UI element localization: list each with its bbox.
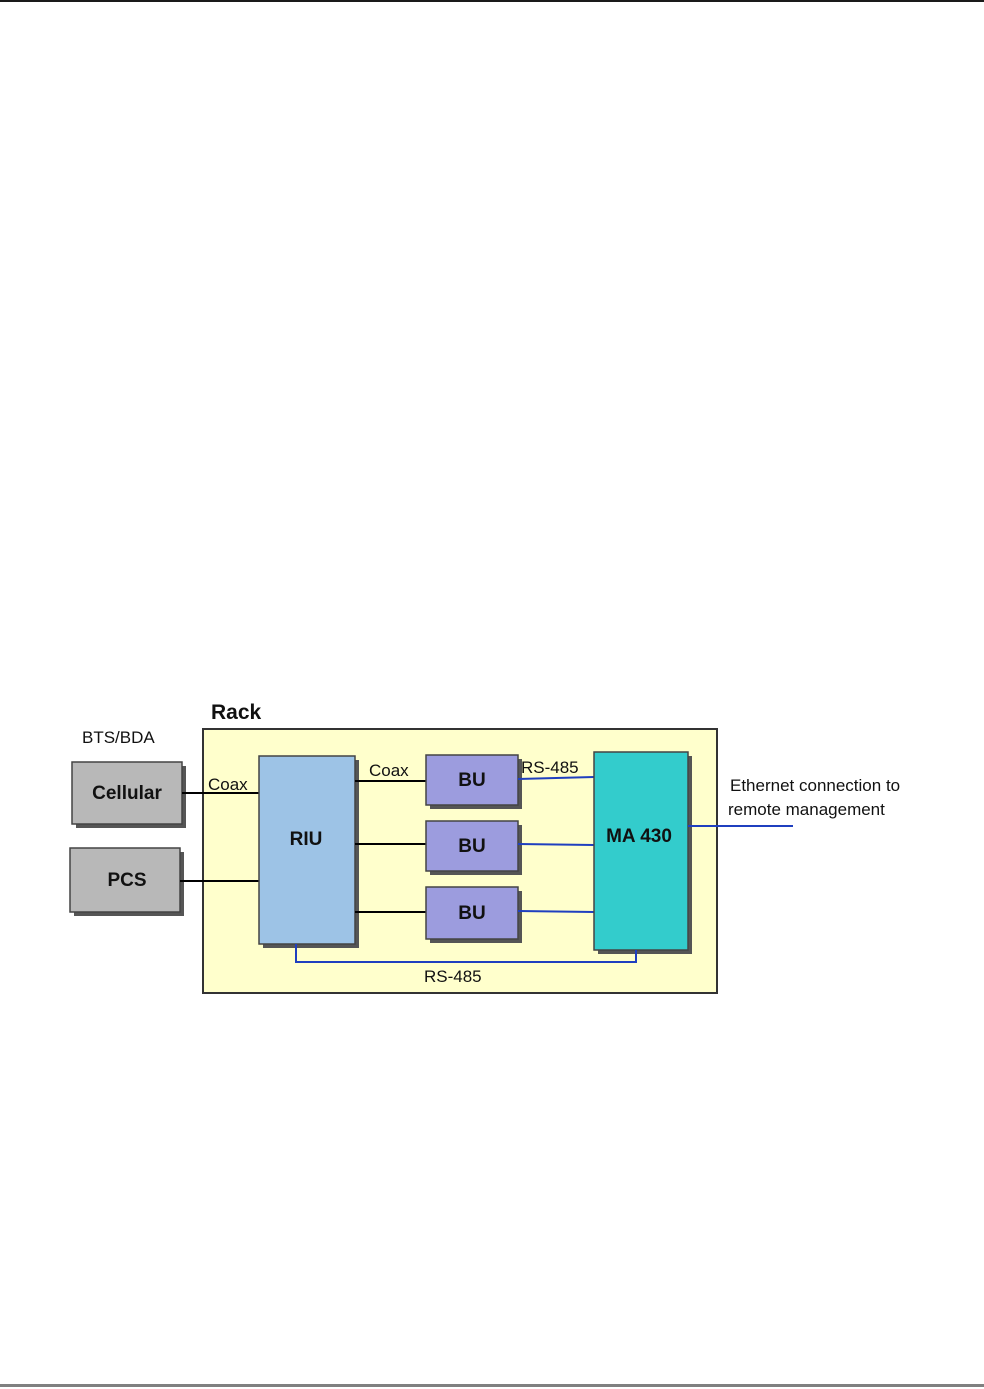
bu-block-3-label: BU [458,903,485,924]
bu-block-1: BU [426,755,522,809]
ethernet-label-line2: remote management [728,800,885,819]
bts-bda-label: BTS/BDA [82,728,155,747]
coax-output-label: Coax [369,761,409,780]
ethernet-label-line1: Ethernet connection to [730,776,900,795]
rs485-bottom-label: RS-485 [424,967,482,986]
bu-block-2-label: BU [458,836,485,857]
riu-block-label: RIU [290,829,323,850]
pcs-block: PCS [70,848,184,916]
cellular-block-label: Cellular [92,783,162,804]
rs485-top-label: RS-485 [521,758,579,777]
ma430-block-label: MA 430 [606,826,672,847]
rs485-line-bu3-ma [518,911,594,912]
cellular-block: Cellular [72,762,186,828]
coax-input-label: Coax [208,775,248,794]
pcs-block-label: PCS [107,870,146,891]
rs485-line-bu2-ma [518,844,594,845]
page-bottom-rule [0,1384,984,1387]
ma430-block: MA 430 [594,752,692,954]
bu-block-2: BU [426,821,522,875]
bu-block-1-label: BU [458,770,485,791]
rack-title: Rack [211,701,262,724]
bu-block-3: BU [426,887,522,943]
riu-block: RIU [259,756,359,948]
